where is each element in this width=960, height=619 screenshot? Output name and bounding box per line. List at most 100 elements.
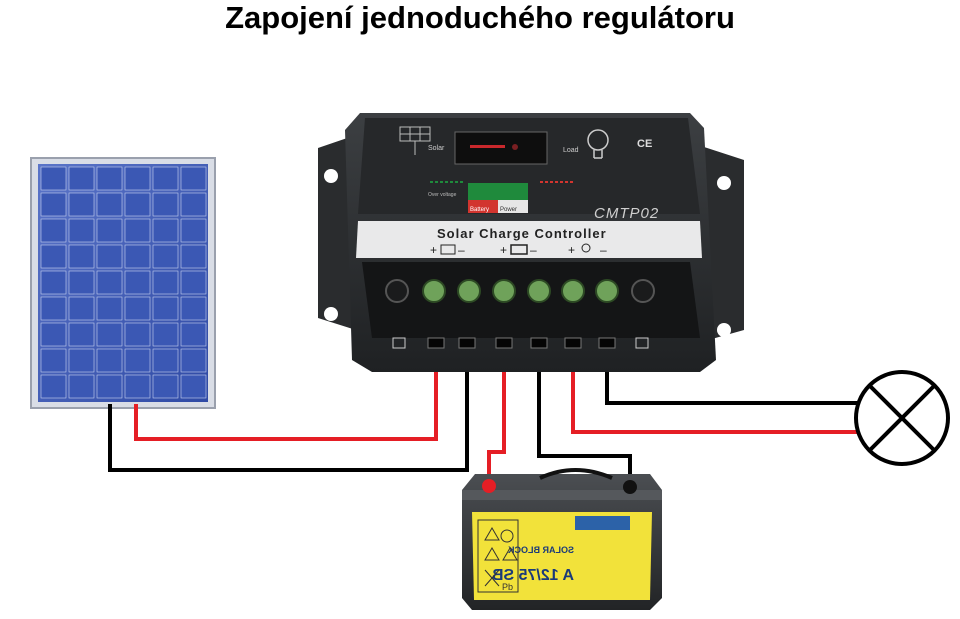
panel-cell xyxy=(152,374,179,399)
mount-hole xyxy=(631,279,655,303)
panel-cell xyxy=(68,218,95,243)
panel-cell xyxy=(124,192,151,217)
svg-text:+: + xyxy=(568,243,575,257)
wire-socket xyxy=(598,337,616,349)
panel-cell xyxy=(40,192,67,217)
panel-cell xyxy=(96,374,123,399)
panel-cell xyxy=(180,218,207,243)
panel-cell xyxy=(124,296,151,321)
panel-cell xyxy=(68,348,95,373)
wire-sockets xyxy=(427,337,616,349)
panel-cell xyxy=(40,270,67,295)
solar-panel-icon xyxy=(30,157,216,409)
terminal-screw xyxy=(422,279,446,303)
solar-label: Solar xyxy=(428,145,445,152)
panel-cell xyxy=(96,270,123,295)
bulb-icon xyxy=(587,129,609,159)
panel-cell xyxy=(40,348,67,373)
panel-cell xyxy=(152,218,179,243)
terminal-screw xyxy=(595,279,619,303)
panel-cell xyxy=(152,270,179,295)
panel-cell xyxy=(152,322,179,347)
wire-socket xyxy=(427,337,445,349)
panel-cell xyxy=(180,166,207,191)
terminal-screw xyxy=(561,279,585,303)
panel-cell xyxy=(68,296,95,321)
panel-cell xyxy=(96,166,123,191)
svg-text:+: + xyxy=(430,243,437,257)
terminal-screws xyxy=(385,279,655,303)
terminal-screw xyxy=(457,279,481,303)
panel-cell xyxy=(124,374,151,399)
panel-cell xyxy=(40,322,67,347)
wire-socket xyxy=(564,337,582,349)
panel-cell xyxy=(152,244,179,269)
panel-cell xyxy=(96,192,123,217)
panel-cell xyxy=(124,244,151,269)
svg-text:+: + xyxy=(500,243,507,257)
load-positive-wire xyxy=(571,344,858,434)
panel-cell xyxy=(40,374,67,399)
panel-cell xyxy=(180,244,207,269)
charge-controller: Solar Load CE Battery Power Over voltage… xyxy=(318,113,744,372)
panel-cell xyxy=(152,166,179,191)
mount-hole xyxy=(385,279,409,303)
panel-cell xyxy=(68,166,95,191)
panel-cell xyxy=(152,192,179,217)
panel-cell xyxy=(180,348,207,373)
battery-positive-wire xyxy=(487,344,506,482)
panel-cell xyxy=(68,270,95,295)
status-overvoltage-label: Over voltage xyxy=(428,192,457,198)
panel-cell xyxy=(96,244,123,269)
status-battery-label: Battery xyxy=(470,207,489,213)
battery-positive-terminal xyxy=(482,479,496,493)
panel-cell xyxy=(40,244,67,269)
panel-cell xyxy=(152,296,179,321)
panel-cell xyxy=(96,296,123,321)
panel-cell xyxy=(124,218,151,243)
warning-symbols xyxy=(477,519,519,593)
solar-mini-icon xyxy=(399,126,431,155)
panel-cell xyxy=(180,374,207,399)
panel-cell xyxy=(124,322,151,347)
wire-socket xyxy=(458,337,476,349)
panel-cell xyxy=(68,322,95,347)
svg-text:–: – xyxy=(530,243,537,257)
ce-mark: CE xyxy=(637,138,652,150)
panel-cell xyxy=(96,322,123,347)
panel-cell xyxy=(180,296,207,321)
panel-cell xyxy=(180,192,207,217)
load-label: Load xyxy=(563,147,579,154)
svg-text:SOLAR BLOCK: SOLAR BLOCK xyxy=(508,545,574,555)
wire-socket xyxy=(495,337,513,349)
model-label: CMTP02 xyxy=(594,205,659,222)
panel-cell xyxy=(68,374,95,399)
panel-negative-wire xyxy=(108,344,469,472)
terminal-symbols: + – + – + – xyxy=(430,243,607,257)
status-power-label: Power xyxy=(500,207,517,213)
svg-text:A 12/75 SB: A 12/75 SB xyxy=(492,567,574,584)
terminal-screw xyxy=(492,279,516,303)
panel-cell xyxy=(180,322,207,347)
panel-cell xyxy=(180,270,207,295)
panel-cell xyxy=(40,296,67,321)
panel-cell xyxy=(124,270,151,295)
battery-negative-terminal xyxy=(623,480,637,494)
page-title: Zapojení jednoduchého regulátoru xyxy=(225,0,735,35)
panel-cell xyxy=(40,166,67,191)
panel-cell xyxy=(40,218,67,243)
panel-cell xyxy=(96,218,123,243)
svg-text:–: – xyxy=(600,243,607,257)
battery-negative-wire xyxy=(537,344,632,484)
terminal-screw xyxy=(527,279,551,303)
battery-icon: SOLAR BLOCK A 12/75 SB Pb xyxy=(462,468,662,610)
svg-text:–: – xyxy=(458,243,465,257)
panel-cell xyxy=(96,348,123,373)
panel-cell-grid xyxy=(40,166,207,399)
panel-cell xyxy=(124,166,151,191)
panel-cell xyxy=(124,348,151,373)
panel-cell xyxy=(152,348,179,373)
wire-socket xyxy=(530,337,548,349)
panel-positive-wire xyxy=(134,344,438,441)
